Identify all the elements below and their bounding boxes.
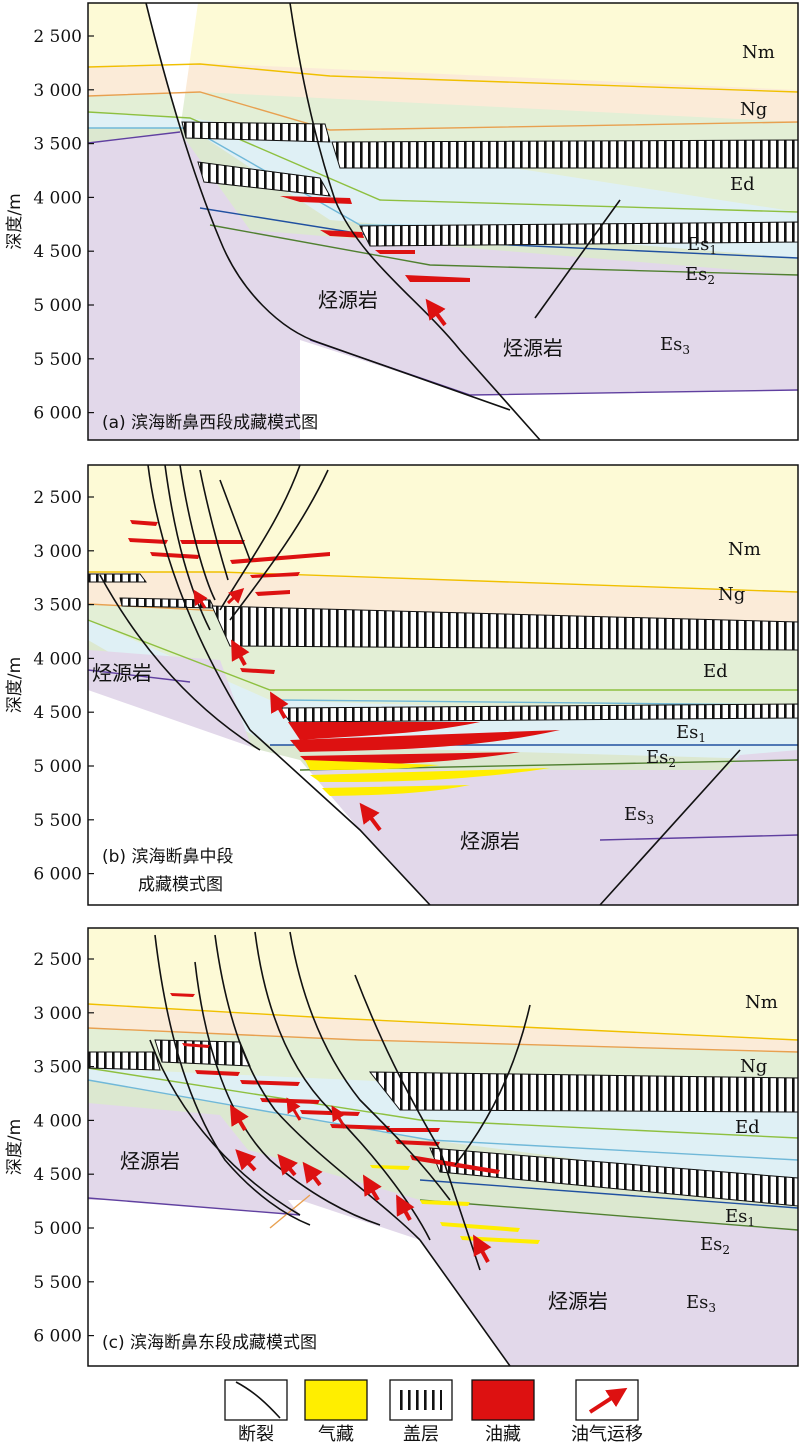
depth-tick-label: 6 000 xyxy=(33,865,82,885)
depth-axes: 2 500 3 000 3 500 4 000 4 500 5 000 5 500 6 000… xyxy=(5,27,94,1347)
legend-item-gas: 气藏 xyxy=(304,1379,368,1445)
formation-label-nm: Nm xyxy=(742,42,775,63)
depth-tick-label: 5 500 xyxy=(33,350,82,370)
depth-tick-label: 3 500 xyxy=(33,596,82,616)
svg-text:气藏: 气藏 xyxy=(318,1424,354,1445)
formation-label-es1: Es1 xyxy=(676,722,706,745)
legend-item-caprock: 盖层 xyxy=(389,1379,453,1445)
panel-caption: (c) 滨海断鼻东段成藏模式图 xyxy=(102,1333,317,1353)
panel-c: Nm Ng Ed Es1 Es2 Es3 烃源岩 烃源岩 (c) 滨海断鼻东段成… xyxy=(87,927,799,1367)
panel-caption-line2: 成藏模式图 xyxy=(138,875,223,895)
source-rock-label: 烃源岩 xyxy=(548,1289,608,1313)
panel-a: Nm Ng Ed Es1 Es2 Es3 烃源岩 烃源岩 (a) 滨海断鼻西段成… xyxy=(87,2,799,441)
depth-tick-label: 5 000 xyxy=(33,296,82,316)
depth-tick-label: 6 000 xyxy=(33,1327,82,1347)
legend: 断裂 气藏 盖层 油藏 油气运移 xyxy=(224,1379,643,1445)
formation-label-es1: Es1 xyxy=(687,234,717,257)
legend-item-oil: 油藏 xyxy=(471,1379,535,1445)
panel-b: Nm Ng Ed Es1 Es2 Es3 烃源岩 烃源岩 (b) 滨海断鼻中段 … xyxy=(87,464,799,906)
svg-text:断裂: 断裂 xyxy=(238,1424,274,1445)
formation-label-nm: Nm xyxy=(728,539,761,560)
formation-label-ed: Ed xyxy=(730,174,755,195)
depth-tick-label: 3 500 xyxy=(33,1058,82,1078)
formation-label-nm: Nm xyxy=(745,992,778,1013)
depth-tick-label: 5 500 xyxy=(33,811,82,831)
formation-label-es3: Es3 xyxy=(624,804,654,827)
panel-caption-line1: (b) 滨海断鼻中段 xyxy=(102,847,233,867)
depth-tick-label: 3 000 xyxy=(33,81,82,101)
depth-tick-label: 2 500 xyxy=(33,950,82,970)
formation-label-ed: Ed xyxy=(703,661,728,682)
depth-tick-label: 3 000 xyxy=(33,542,82,562)
depth-tick-label: 2 500 xyxy=(33,27,82,47)
svg-text:油藏: 油藏 xyxy=(485,1424,521,1445)
source-rock-label: 烃源岩 xyxy=(120,1149,180,1173)
depth-tick-label: 4 500 xyxy=(33,242,82,262)
oil-reservoir-swatch xyxy=(471,1379,535,1421)
depth-axis-label: 深度/m xyxy=(5,657,25,713)
depth-tick-label: 3 500 xyxy=(33,135,82,155)
svg-text:油气运移: 油气运移 xyxy=(571,1424,643,1445)
source-rock-label: 烃源岩 xyxy=(503,336,563,360)
formation-label-es3: Es3 xyxy=(686,1292,716,1315)
depth-tick-label: 5 000 xyxy=(33,1219,82,1239)
panel-caption: (a) 滨海断鼻西段成藏模式图 xyxy=(102,413,318,433)
depth-axis-label: 深度/m xyxy=(5,193,25,249)
formation-label-ng: Ng xyxy=(740,1056,767,1077)
formation-label-es2: Es2 xyxy=(685,264,715,287)
formation-label-ed: Ed xyxy=(735,1117,760,1138)
legend-item-migration: 油气运移 xyxy=(571,1379,643,1445)
depth-tick-label: 4 500 xyxy=(33,1165,82,1185)
depth-tick-label: 4 000 xyxy=(33,649,82,669)
formation-label-es3: Es3 xyxy=(660,334,690,357)
source-rock-label: 烃源岩 xyxy=(318,288,378,312)
formation-label-ng: Ng xyxy=(718,584,745,605)
fault-line-icon xyxy=(235,1381,281,1419)
depth-tick-label: 3 000 xyxy=(33,1004,82,1024)
gas-reservoir-swatch xyxy=(304,1379,368,1421)
source-rock-label: 烃源岩 xyxy=(460,829,520,853)
depth-tick-label: 5 500 xyxy=(33,1273,82,1293)
depth-tick-label: 5 000 xyxy=(33,757,82,777)
depth-tick-label: 2 500 xyxy=(33,488,82,508)
depth-tick-label: 6 000 xyxy=(33,404,82,424)
depth-tick-label: 4 000 xyxy=(33,1111,82,1131)
caprock-hatch-swatch xyxy=(400,1390,442,1410)
legend-item-fault: 断裂 xyxy=(224,1379,288,1445)
formation-label-ng: Ng xyxy=(740,99,767,120)
formation-label-es2: Es2 xyxy=(700,1234,730,1257)
source-rock-label: 烃源岩 xyxy=(92,661,152,685)
depth-axis-label: 深度/m xyxy=(5,1119,25,1175)
migration-arrow-icon xyxy=(588,1387,628,1414)
depth-tick-label: 4 000 xyxy=(33,188,82,208)
svg-text:盖层: 盖层 xyxy=(403,1424,439,1445)
formation-label-es1: Es1 xyxy=(725,1206,755,1229)
formation-label-es2: Es2 xyxy=(646,747,676,770)
depth-tick-label: 4 500 xyxy=(33,703,82,723)
